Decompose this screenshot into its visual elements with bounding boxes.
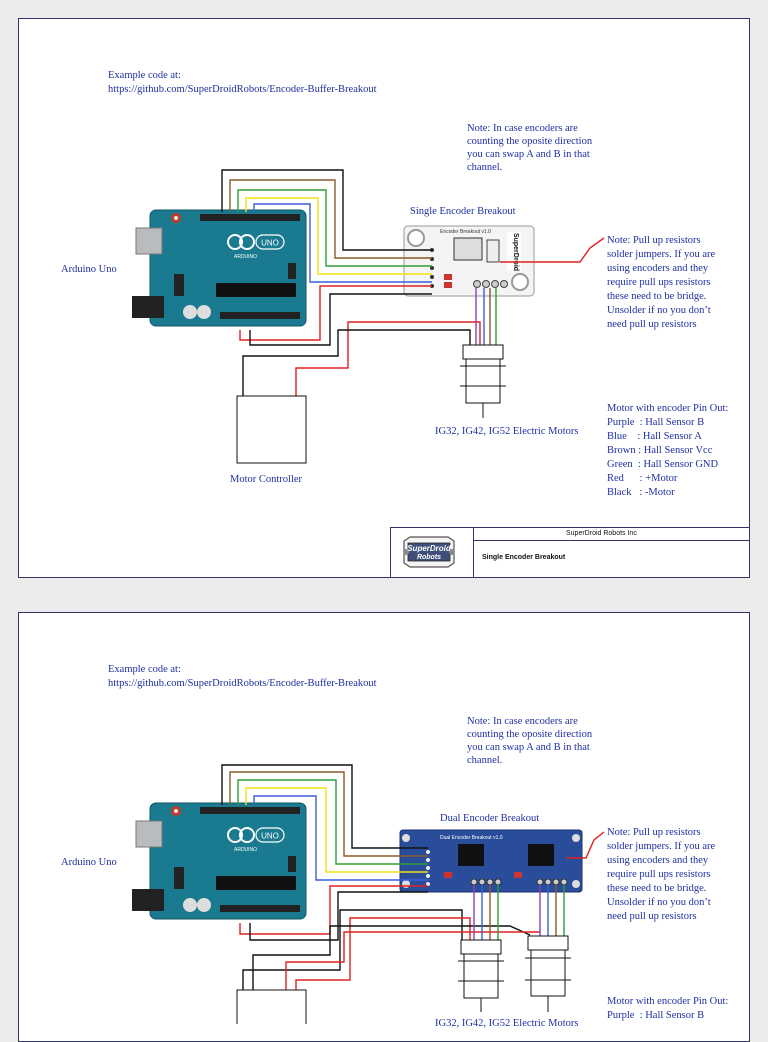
title-block-divider-h	[473, 540, 750, 541]
title-block-title: Single Encoder Breakout	[482, 554, 566, 561]
motor-controller-box	[236, 395, 307, 464]
pinout-blue: Blue : Hall Sensor A	[607, 431, 702, 442]
leader-pullup	[500, 237, 605, 263]
single-encoder-breakout-board: Encoder Breakout v1.0 SuperDroid	[403, 224, 536, 298]
arduino-uno-board: UNO ARDUINO	[130, 208, 310, 328]
pinout-title: Motor with encoder Pin Out:	[607, 403, 729, 414]
wire-yellow-top	[245, 197, 432, 275]
pinout-red: Red : +Motor	[607, 473, 678, 484]
arduino-uno-label: Arduino Uno	[61, 264, 117, 275]
note-swap-line-2-2: counting the oposite direction	[467, 729, 593, 740]
pinout-brown: Brown : Hall Sensor Vcc	[607, 445, 713, 456]
motor-controller-box-2	[236, 989, 307, 1024]
example-code-url-2[interactable]: https://github.com/SuperDroidRobots/Enco…	[108, 678, 377, 689]
note-swap-line-1-2: Note: In case encoders are	[467, 716, 578, 727]
motor-controller-label: Motor Controller	[230, 474, 303, 485]
wire-red-power	[239, 285, 432, 341]
motor-right-sheet2	[525, 935, 571, 1012]
note-pullup-line-2: solder jumpers. If you are	[607, 249, 716, 260]
svg-text:ARDUINO: ARDUINO	[234, 847, 257, 853]
svg-text:UNO: UNO	[261, 239, 279, 248]
note-swap-line-2: counting the oposite direction	[467, 136, 593, 147]
pinout-purple: Purple : Hall Sensor B	[607, 417, 705, 428]
dual-encoder-breakout-board: Dual Encoder Breakout v1.0	[399, 829, 583, 893]
note-pullup-line-4-2: require pull ups resistors	[607, 869, 711, 880]
note-swap-line-4-2: channel.	[467, 755, 503, 766]
motor-label: IG32, IG42, IG52 Electric Motors	[435, 426, 579, 437]
example-code-label: Example code at:	[108, 70, 181, 81]
pinout-green: Green : Hall Sensor GND	[607, 459, 719, 470]
breakout-label: Single Encoder Breakout	[410, 206, 516, 217]
note-swap-line-3: you can swap A and B in that	[467, 149, 590, 160]
note-pullup-line-7: need pull up resistors	[607, 319, 697, 330]
svg-text:ARDUINO: ARDUINO	[234, 254, 257, 260]
superdroid-logo: SuperDroid Robots	[400, 535, 458, 569]
wire-black-motor	[242, 329, 471, 400]
title-block-company: SuperDroid Robots Inc	[566, 530, 637, 537]
breakout-label-2: Dual Encoder Breakout	[440, 813, 540, 824]
svg-text:Encoder Breakout v1.0: Encoder Breakout v1.0	[440, 229, 491, 235]
svg-text:SuperDroid: SuperDroid	[512, 233, 519, 271]
note-pullup-line-4: require pull ups resistors	[607, 277, 711, 288]
motor-sheet1	[460, 344, 506, 418]
note-pullup-line-5: these need to be bridge.	[607, 291, 707, 302]
note-pullup-line-2-2: solder jumpers. If you are	[607, 841, 716, 852]
arduino-uno-board-2: UNO ARDUINO	[130, 801, 310, 921]
note-pullup-line-1-2: Note: Pull up resistors	[607, 827, 701, 838]
note-swap-line-1: Note: In case encoders are	[467, 123, 578, 134]
example-code-url[interactable]: https://github.com/SuperDroidRobots/Enco…	[108, 84, 377, 95]
wire-black-top	[221, 169, 432, 251]
wire-black-gnd	[249, 293, 432, 346]
note-pullup-line-1: Note: Pull up resistors	[607, 235, 701, 246]
pinout-black: Black : -Motor	[607, 487, 675, 498]
note-pullup-line-5-2: these need to be bridge.	[607, 883, 707, 894]
wire-blue-top	[253, 203, 432, 283]
wire-green-top	[237, 189, 432, 267]
motor-left-sheet2	[458, 939, 504, 1012]
note-pullup-line-3-2: using encoders and they	[607, 855, 709, 866]
note-pullup-line-6: Unsolder if no you don’t	[607, 305, 711, 316]
pinout-purple-2: Purple : Hall Sensor B	[607, 1010, 705, 1021]
wire-brown-top	[229, 179, 432, 259]
arduino-uno-label-2: Arduino Uno	[61, 857, 117, 868]
wire-red-motor	[295, 321, 481, 400]
pinout-title-2: Motor with encoder Pin Out:	[607, 996, 729, 1007]
note-pullup-line-6-2: Unsolder if no you don’t	[607, 897, 711, 908]
svg-text:Robots: Robots	[417, 554, 441, 561]
title-block-divider-v	[473, 527, 474, 578]
svg-text:SuperDroid: SuperDroid	[407, 544, 452, 553]
note-swap-line-3-2: you can swap A and B in that	[467, 742, 590, 753]
example-code-label-2: Example code at:	[108, 664, 181, 675]
note-swap-line-4: channel.	[467, 162, 503, 173]
note-pullup-line-7-2: need pull up resistors	[607, 911, 697, 922]
svg-text:UNO: UNO	[261, 832, 279, 841]
svg-text:Dual Encoder Breakout v1.0: Dual Encoder Breakout v1.0	[440, 835, 503, 841]
note-pullup-line-3: using encoders and they	[607, 263, 709, 274]
